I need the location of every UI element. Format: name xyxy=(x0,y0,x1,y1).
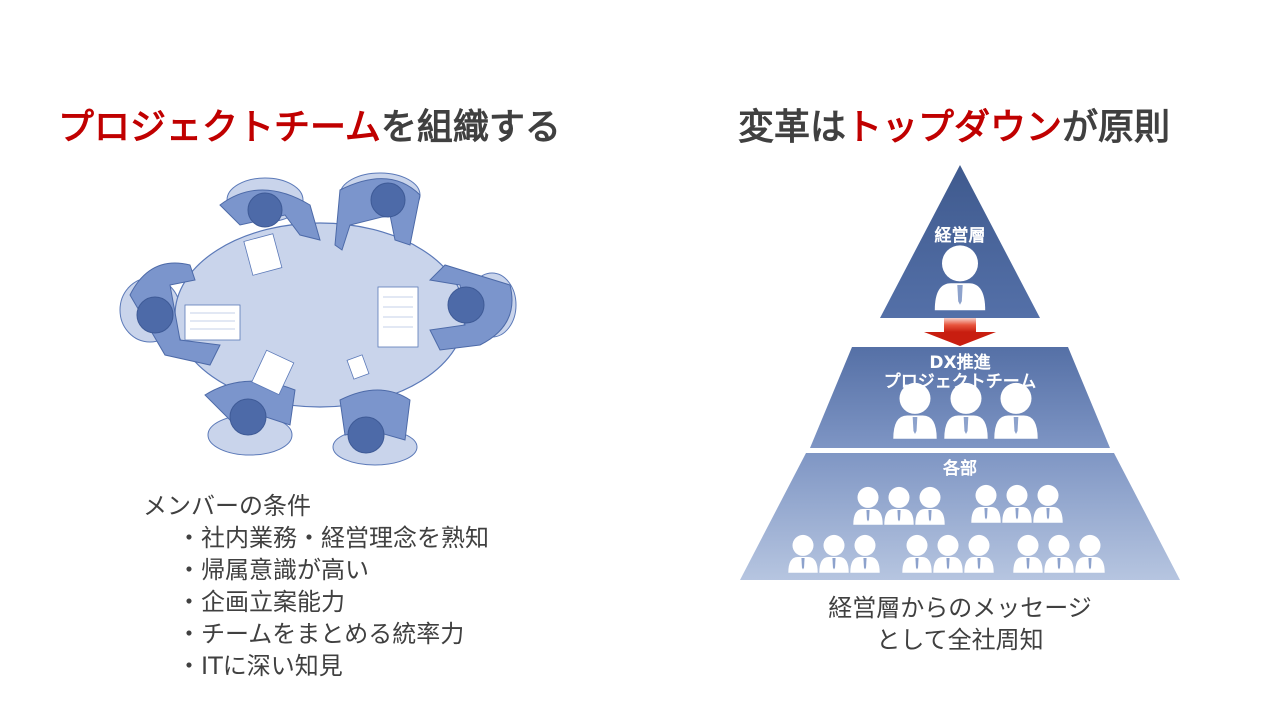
right-title: 変革はトップダウンが原則 xyxy=(738,108,1170,148)
tier-label-dx-line2: プロジェクトチーム xyxy=(883,372,1037,392)
left-title-highlight: プロジェクトチーム xyxy=(58,107,381,148)
caption-line-1: 経営層からのメッセージ xyxy=(828,594,1092,622)
left-title-rest: を組織する xyxy=(380,107,561,148)
tier-departments xyxy=(740,453,1180,580)
member-conditions-heading: メンバーの条件 xyxy=(143,492,311,520)
condition-item: ・帰属意識が高い xyxy=(177,556,369,584)
pyramid-shape xyxy=(740,165,1180,580)
condition-item: ・ITに深い知見 xyxy=(177,652,343,680)
tier-label-executives: 経営層 xyxy=(934,226,986,246)
right-title-rest: が原則 xyxy=(1062,107,1171,148)
pyramid-caption: 経営層からのメッセージ として全社周知 xyxy=(760,592,1160,656)
team-meeting-illustration xyxy=(119,172,517,466)
hierarchy-pyramid: 経営層 DX推進 プロジェクトチーム 各部 xyxy=(730,160,1190,590)
left-title: プロジェクトチームを組織する xyxy=(58,108,561,148)
right-title-lead: 変革は xyxy=(738,107,847,148)
condition-item: ・チームをまとめる統率力 xyxy=(177,620,465,648)
caption-line-2: として全社周知 xyxy=(876,626,1044,654)
member-conditions-list: メンバーの条件 ・社内業務・経営理念を熟知 ・帰属意識が高い ・企画立案能力 ・… xyxy=(143,490,489,682)
tier-label-departments: 各部 xyxy=(943,459,977,479)
right-title-highlight: トップダウン xyxy=(846,107,1063,148)
tier-label-dx-line1: DX推進 xyxy=(929,353,991,373)
condition-item: ・社内業務・経営理念を熟知 xyxy=(177,524,489,552)
tier-executives xyxy=(880,165,1040,318)
condition-item: ・企画立案能力 xyxy=(177,588,345,616)
